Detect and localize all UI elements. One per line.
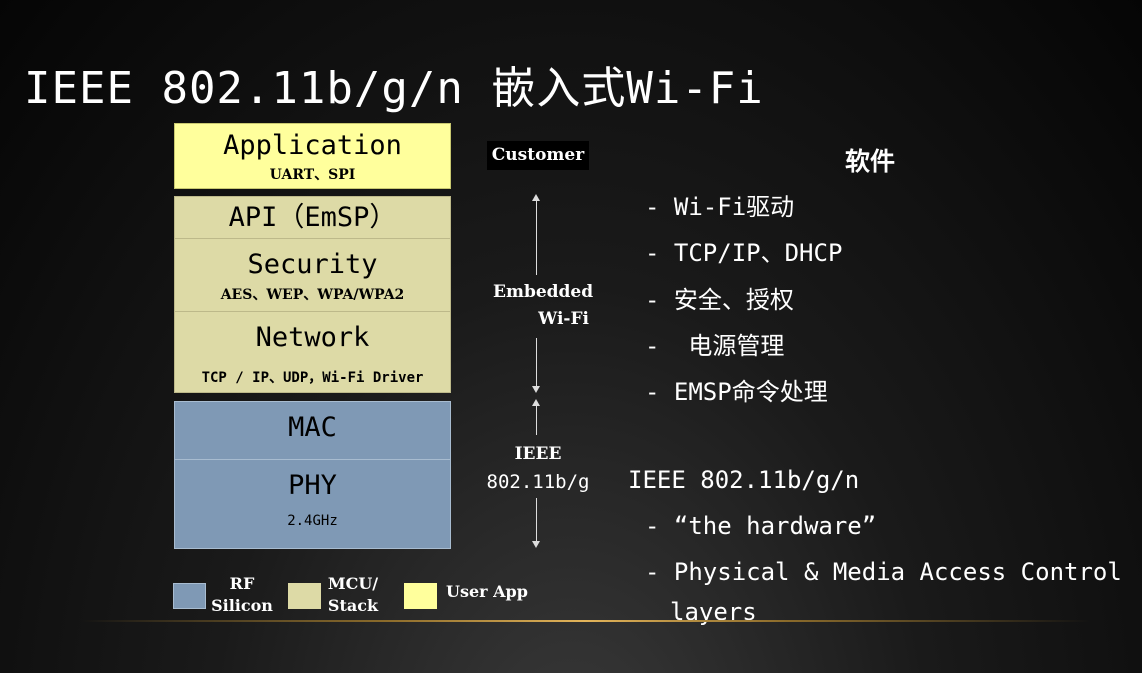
phy-layer: PHY 2.4GHz (175, 460, 450, 548)
mac-layer: MAC (175, 402, 450, 460)
api-layer: API（EmSP） (175, 197, 450, 239)
software-item: - EMSP命令处理 (645, 378, 828, 406)
network-sub: TCP / IP、UDP，Wi-Fi Driver (201, 370, 424, 386)
network-layer: Network TCP / IP、UDP，Wi-Fi Driver (175, 312, 450, 392)
embedded-arrow-top (536, 200, 537, 275)
legend-label-user-app: User App (446, 582, 528, 601)
hardware-heading: IEEE 802.11b/g/n (628, 466, 860, 494)
hardware-item: - “the hardware” (645, 512, 877, 540)
application-sub: UART、SPI (269, 167, 356, 183)
legend-mcu-line1: MCU/ (327, 574, 379, 593)
security-sub: AES、WEP、WPA/WPA2 (220, 287, 405, 303)
hardware-item: - Physical & Media Access Control (645, 558, 1122, 586)
legend-label-mcu: MCU/ Stack (322, 573, 384, 617)
ieee-label: IEEE 802.11b/g (482, 440, 594, 496)
ieee-line1: IEEE (514, 444, 562, 464)
legend-rf-line2: Silicon (211, 596, 273, 615)
mcu-stack-group: API（EmSP） Security AES、WEP、WPA/WPA2 Netw… (174, 196, 451, 393)
software-item: - 安全、授权 (645, 286, 794, 314)
software-item: - 电源管理 (645, 332, 785, 360)
legend-label-rf: RF Silicon (206, 573, 278, 617)
page-title: IEEE 802.11b/g/n 嵌入式Wi-Fi (24, 63, 764, 114)
ieee-arrow-bottom (536, 498, 537, 543)
software-item: - Wi-Fi驱动 (645, 193, 795, 221)
legend-swatch-user-app (404, 583, 437, 609)
application-layer: Application UART、SPI (174, 123, 451, 189)
api-label: API（EmSP） (228, 202, 397, 233)
ieee-arrow-top (536, 405, 537, 435)
mac-label: MAC (288, 412, 337, 443)
embedded-line2: Wi-Fi (538, 309, 589, 329)
rf-silicon-group: MAC PHY 2.4GHz (174, 401, 451, 549)
legend-mcu-line2: Stack (327, 596, 379, 615)
customer-label: Customer (487, 141, 589, 170)
embedded-arrow-bottom (536, 338, 537, 388)
security-layer: Security AES、WEP、WPA/WPA2 (175, 239, 450, 312)
embedded-wifi-label: Embedded Wi-Fi (485, 279, 595, 333)
arrow-down-icon (532, 541, 540, 548)
decorative-glow-line (80, 620, 1090, 622)
arrow-down-icon (532, 386, 540, 393)
security-label: Security (247, 249, 378, 280)
arrow-up-icon (532, 194, 540, 201)
arrow-up-icon (532, 399, 540, 406)
phy-sub: 2.4GHz (287, 513, 338, 529)
embedded-line1: Embedded (493, 282, 594, 302)
software-item: - TCP/IP、DHCP (645, 239, 843, 267)
phy-label: PHY (288, 470, 337, 501)
software-heading: 软件 (845, 147, 896, 176)
legend-swatch-mcu (288, 583, 321, 609)
application-label: Application (223, 130, 402, 161)
legend-rf-line1: RF (229, 574, 255, 593)
legend-swatch-rf (173, 583, 206, 609)
ieee-line2: 802.11b/g (486, 471, 590, 493)
network-label: Network (255, 322, 370, 353)
